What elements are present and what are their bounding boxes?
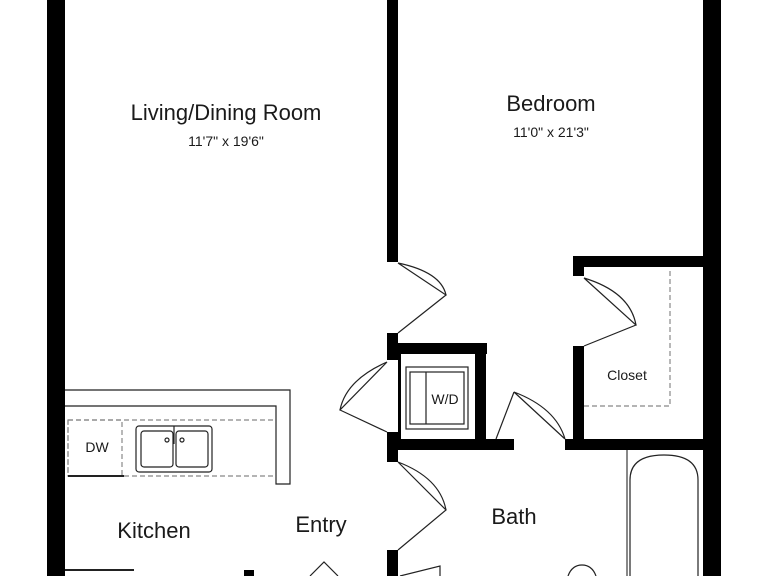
bath-wall-inner [626,450,628,576]
bath-wall-top-right [565,439,703,450]
door-swing-closet [583,277,638,347]
closet-shelf [584,268,671,407]
closet-wall-stub [573,256,584,276]
room-dims-living: 11'7" x 19'6" [188,133,264,149]
wd-wall-top [387,343,487,354]
room-name-entry: Entry [295,512,347,537]
faucet-left [164,437,170,443]
wall-stub-bottom [244,570,254,576]
door-swing-bedroom [397,262,448,334]
wd-wall-left [398,354,401,439]
room-dims-bedroom: 11'0" x 21'3" [513,124,589,140]
label-dw: DW [85,439,109,455]
door-swing-bath-lower [399,565,441,576]
label-wd: W/D [431,391,459,407]
wd-appliance [405,366,469,430]
exterior-wall-left [47,0,65,576]
faucet-right [179,437,185,443]
closet-wall-left [573,346,584,450]
toilet [567,564,597,576]
bathtub [629,454,699,576]
wall-entry-bottom [387,550,398,576]
door-swing-bath [495,391,566,440]
door-swing-front [309,561,339,576]
room-name-bedroom: Bedroom [506,91,596,116]
door-swing-wd [338,361,388,433]
exterior-wall-right [703,0,721,576]
wall-entry-left [387,432,398,462]
room-name-closet: Closet [607,367,647,383]
room-name-living: Living/Dining Room [130,100,322,125]
kitchen-counter [65,389,291,485]
wall-living-bedroom [387,0,398,262]
door-swing-entry [397,461,447,551]
sink-basin-left [140,430,174,468]
room-name-bath: Bath [491,504,537,529]
closet-wall-top [573,256,703,267]
wd-wall-right [475,343,486,450]
wd-appliance-inner [409,371,465,425]
sink-basin-right [175,430,209,468]
bath-wall-top [486,439,514,450]
room-name-kitchen: Kitchen [117,518,191,543]
wd-wall-bottom [387,439,487,450]
